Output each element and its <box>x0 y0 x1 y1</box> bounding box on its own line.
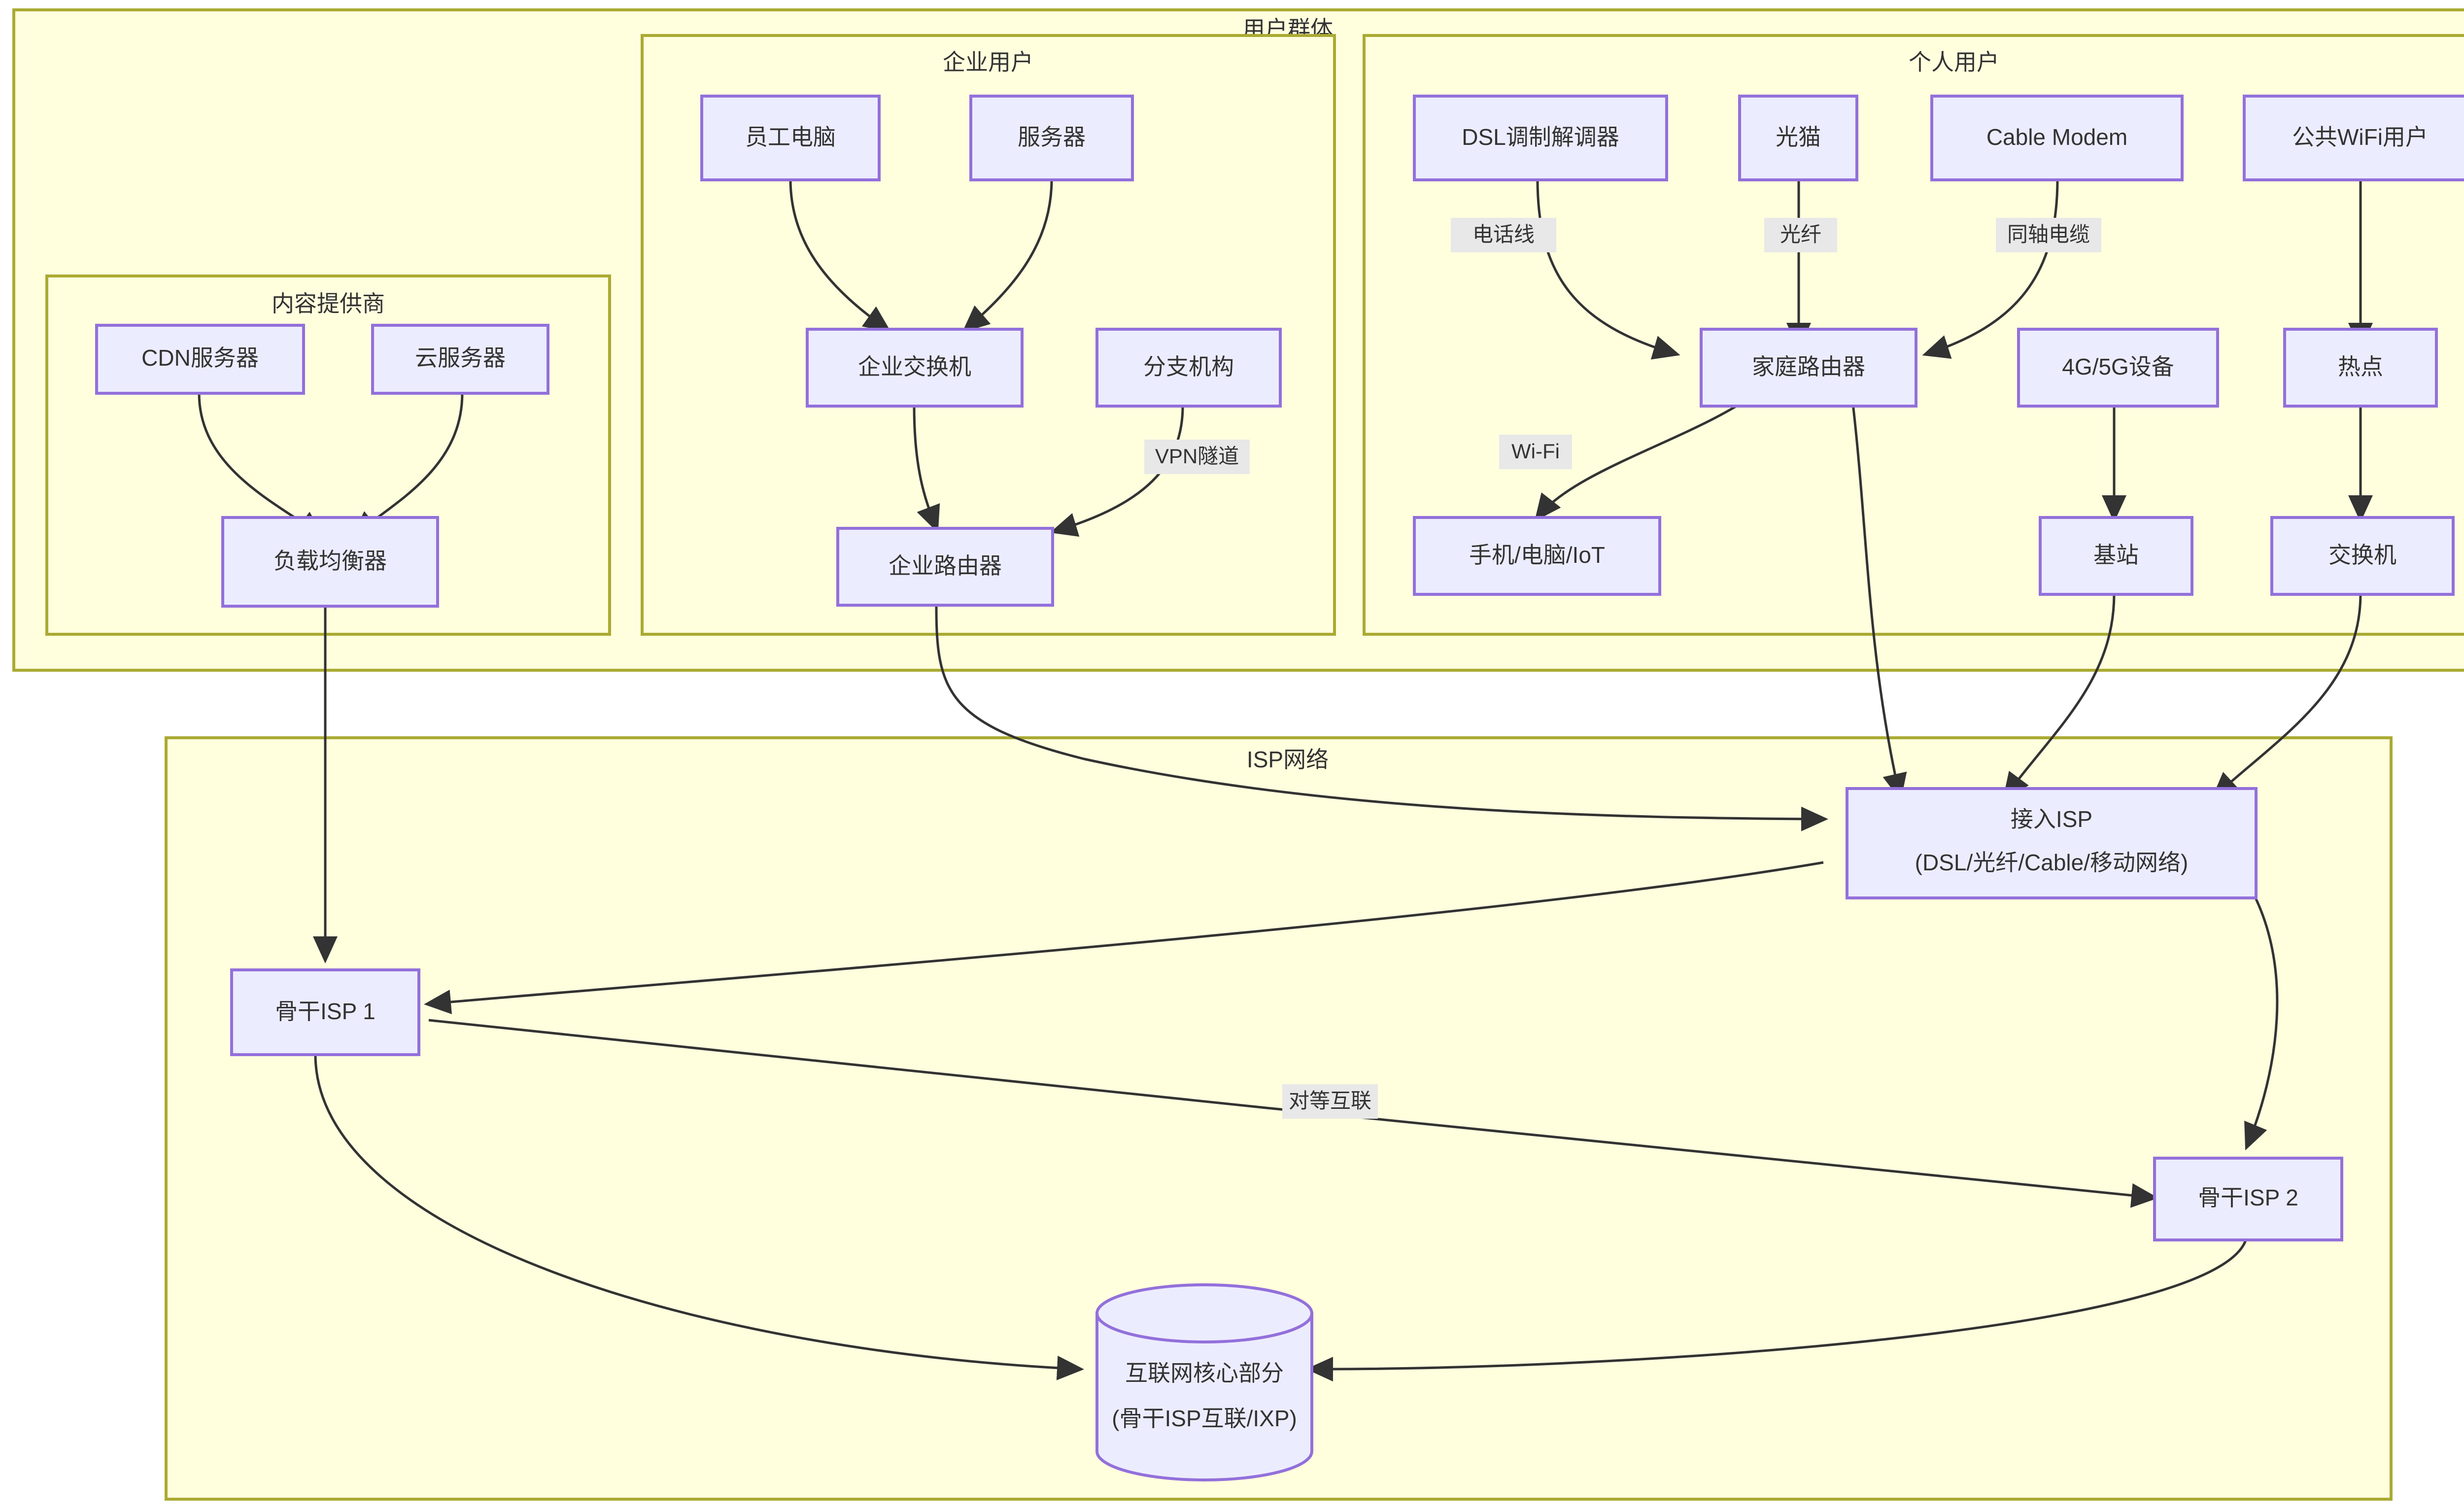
node-label-branch-office: 分支机构 <box>1143 354 1234 379</box>
edge-label-text-coaxial-cable: 同轴电缆 <box>2007 223 2090 246</box>
edge-label-fiber: 光纤 <box>1764 218 1837 252</box>
edge-home-router-to-phone-pc-iot <box>1534 403 1741 521</box>
edge-backbone-isp-1-to-internet-core <box>314 1054 1084 1380</box>
node-cdn-server[interactable]: CDN服务器 <box>95 324 305 395</box>
edge-enterprise-switch-to-enterprise-router <box>913 406 940 533</box>
edge-server-to-enterprise-switch <box>962 179 1053 333</box>
node-label-4g5g-device: 4G/5G设备 <box>2062 354 2174 379</box>
node-base-station[interactable]: 基站 <box>2039 516 2193 596</box>
node-branch-office[interactable]: 分支机构 <box>1095 328 1282 408</box>
node-label-employee-pc: 员工电脑 <box>745 124 836 150</box>
node-switch[interactable]: 交换机 <box>2270 516 2455 596</box>
edge-access-isp-to-backbone-isp-2 <box>2244 881 2279 1151</box>
edge-cable-modem-to-home-router <box>1922 179 2059 359</box>
edge-label-coaxial-cable: 同轴电缆 <box>1996 218 2101 252</box>
edge-label-vpn-tunnel: VPN隧道 <box>1144 440 1250 474</box>
edge-branch-office-to-enterprise-router <box>1050 406 1184 537</box>
node-server[interactable]: 服务器 <box>969 95 1134 181</box>
node-label-internet-core-line2: (骨干ISP互联/IXP) <box>1112 1406 1297 1431</box>
edge-label-phone-line: 电话线 <box>1451 218 1556 252</box>
edge-label-peering: 对等互联 <box>1282 1084 1378 1119</box>
node-access-isp[interactable]: 接入ISP (DSL/光纤/Cable/移动网络) <box>1846 787 2258 899</box>
edge-home-router-to-access-isp <box>1851 404 1907 801</box>
edge-dsl-modem-to-home-router <box>1536 179 1680 360</box>
node-label-enterprise-router: 企业路由器 <box>889 553 1002 579</box>
node-label-public-wifi-user: 公共WiFi用户 <box>2292 124 2428 150</box>
node-label-load-balancer: 负载均衡器 <box>274 548 387 574</box>
node-hotspot[interactable]: 热点 <box>2283 328 2438 408</box>
edge-label-text-phone-line: 电话线 <box>1472 223 1535 246</box>
node-optical-modem[interactable]: 光猫 <box>1738 95 1858 181</box>
node-label-internet-core-line1: 互联网核心部分 <box>1125 1360 1284 1386</box>
node-label-home-router: 家庭路由器 <box>1752 354 1865 379</box>
node-label-cloud-server: 云服务器 <box>415 345 506 371</box>
edge-enterprise-router-to-access-isp <box>935 605 1828 831</box>
node-enterprise-switch[interactable]: 企业交换机 <box>806 328 1024 408</box>
edge-label-text-vpn-tunnel: VPN隧道 <box>1155 445 1239 468</box>
node-cloud-server[interactable]: 云服务器 <box>371 324 549 395</box>
cluster-title-enterprise-users: 企业用户 <box>943 49 1033 75</box>
node-label-cable-modem: Cable Modem <box>1986 124 2127 150</box>
node-load-balancer[interactable]: 负载均衡器 <box>221 516 439 608</box>
node-public-wifi-user[interactable]: 公共WiFi用户 <box>2243 95 2464 181</box>
edge-employee-pc-to-enterprise-switch <box>789 179 891 332</box>
node-label-cdn-server: CDN服务器 <box>141 345 259 371</box>
edge-switch-to-access-isp <box>2211 593 2362 799</box>
node-label-hotspot: 热点 <box>2338 354 2383 379</box>
edge-label-text-wifi: Wi-Fi <box>1511 440 1560 463</box>
node-enterprise-router[interactable]: 企业路由器 <box>836 527 1054 607</box>
node-label-phone-pc-iot: 手机/电脑/IoT <box>1469 542 1605 568</box>
edge-backbone-isp-2-to-internet-core <box>1306 1232 2249 1382</box>
node-label-base-station: 基站 <box>2093 542 2139 568</box>
node-label-access-isp-line1: 接入ISP <box>2011 806 2092 832</box>
node-backbone-isp-2[interactable]: 骨干ISP 2 <box>2153 1157 2343 1241</box>
cluster-title-personal-users: 个人用户 <box>1909 49 1999 75</box>
node-employee-pc[interactable]: 员工电脑 <box>700 95 881 181</box>
node-cable-modem[interactable]: Cable Modem <box>1930 95 2184 181</box>
cluster-title-isp-network: ISP网络 <box>1247 747 1329 772</box>
node-label-backbone-isp-1: 骨干ISP 1 <box>275 998 376 1024</box>
node-phone-pc-iot[interactable]: 手机/电脑/IoT <box>1413 516 1661 596</box>
node-label-dsl-modem: DSL调制解调器 <box>1462 124 1619 150</box>
node-internet-core[interactable]: 互联网核心部分 (骨干ISP互联/IXP) <box>1095 1283 1313 1481</box>
node-label-access-isp-line2: (DSL/光纤/Cable/移动网络) <box>1915 850 2189 875</box>
node-label-server: 服务器 <box>1018 124 1086 150</box>
node-dsl-modem[interactable]: DSL调制解调器 <box>1413 95 1668 181</box>
edge-label-text-fiber: 光纤 <box>1780 223 1821 246</box>
cluster-title-content-providers: 内容提供商 <box>272 291 385 316</box>
node-home-router[interactable]: 家庭路由器 <box>1700 328 1917 408</box>
node-backbone-isp-1[interactable]: 骨干ISP 1 <box>230 968 420 1056</box>
edge-access-isp-to-backbone-isp-1 <box>424 861 1824 1014</box>
edge-base-station-to-access-isp <box>2003 593 2116 800</box>
node-label-switch: 交换机 <box>2328 542 2396 568</box>
edge-label-wifi: Wi-Fi <box>1499 435 1572 469</box>
node-label-backbone-isp-2: 骨干ISP 2 <box>2198 1185 2298 1210</box>
edge-label-text-peering: 对等互联 <box>1289 1089 1371 1112</box>
node-4g5g-device[interactable]: 4G/5G设备 <box>2017 328 2219 408</box>
node-label-optical-modem: 光猫 <box>1776 124 1821 150</box>
node-label-enterprise-switch: 企业交换机 <box>858 354 971 379</box>
